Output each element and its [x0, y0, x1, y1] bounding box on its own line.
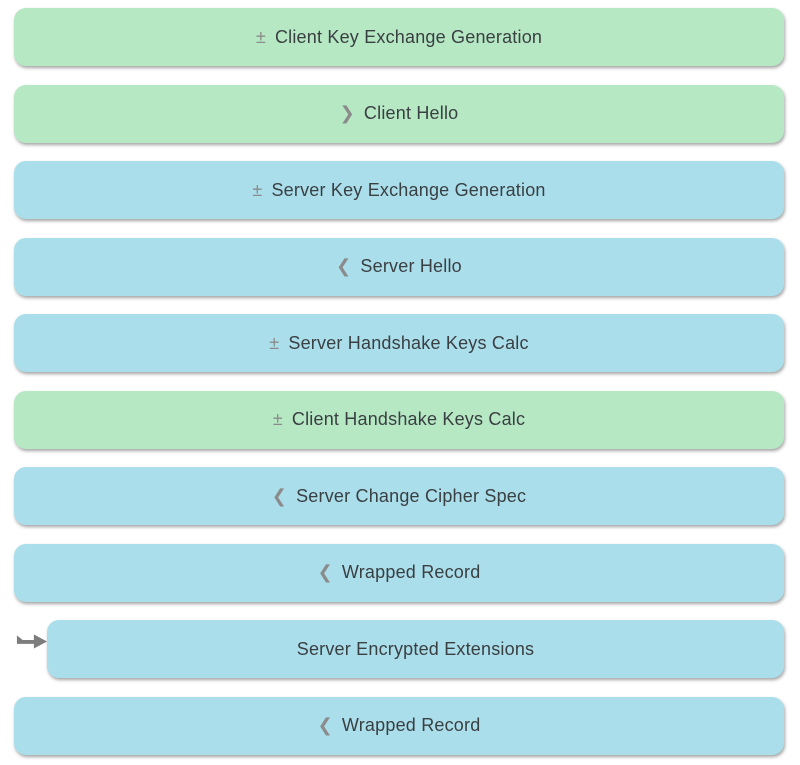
record-label: Server Hello [360, 256, 462, 276]
left-chevron-icon: ❮ [271, 485, 288, 506]
record-server-key-exchange-generation[interactable]: ± Server Key Exchange Generation [14, 161, 784, 219]
left-chevron-icon: ❮ [317, 715, 333, 735]
record-server-encrypted-extensions[interactable]: Server Encrypted Extensions [47, 620, 784, 678]
record-label: Client Key Exchange Generation [274, 26, 543, 47]
current-position-arrow-icon [16, 634, 48, 649]
plus-minus-icon: ± [272, 409, 283, 429]
record-server-hello[interactable]: ❮ Server Hello [14, 237, 784, 296]
plus-minus-icon: ± [269, 332, 280, 353]
record-client-handshake-keys-calc[interactable]: ± Client Handshake Keys Calc [14, 390, 784, 449]
plus-minus-icon: ± [255, 26, 266, 47]
record-server-change-cipher-spec[interactable]: ❮ Server Change Cipher Spec [14, 467, 784, 525]
record-label: Client Handshake Keys Calc [291, 409, 526, 429]
plus-minus-icon: ± [252, 179, 263, 200]
record-label: Client Hello [363, 103, 459, 123]
record-row: ± Server Handshake Keys Calc [14, 314, 784, 372]
record-row: ❮ Server Hello [14, 237, 784, 296]
record-row: ❮ Server Change Cipher Spec [14, 467, 784, 525]
record-client-key-exchange-generation[interactable]: ± Client Key Exchange Generation [14, 8, 784, 66]
left-chevron-icon: ❮ [336, 256, 352, 276]
record-row: Server Encrypted Extensions [14, 620, 784, 678]
record-label: Server Encrypted Extensions [296, 638, 535, 659]
record-client-hello[interactable]: ❯ Client Hello [14, 84, 784, 143]
record-label: Wrapped Record [341, 715, 481, 735]
record-label: Server Handshake Keys Calc [288, 332, 529, 353]
record-row: ± Server Key Exchange Generation [14, 161, 784, 219]
record-row: ❮ Wrapped Record [14, 543, 784, 602]
record-row: ❮ Wrapped Record [14, 696, 784, 755]
record-row: ❯ Client Hello [14, 84, 784, 143]
record-row: ± Client Key Exchange Generation [14, 8, 784, 66]
record-row: ± Client Handshake Keys Calc [14, 390, 784, 449]
record-server-handshake-keys-calc[interactable]: ± Server Handshake Keys Calc [14, 314, 784, 372]
record-label: Wrapped Record [341, 562, 481, 582]
record-wrapped-record-2[interactable]: ❮ Wrapped Record [14, 696, 784, 755]
record-label: Server Key Exchange Generation [271, 179, 546, 200]
left-chevron-icon: ❮ [317, 562, 333, 582]
record-wrapped-record-1[interactable]: ❮ Wrapped Record [14, 543, 784, 602]
right-chevron-icon: ❯ [339, 103, 355, 123]
record-label: Server Change Cipher Spec [296, 485, 527, 506]
